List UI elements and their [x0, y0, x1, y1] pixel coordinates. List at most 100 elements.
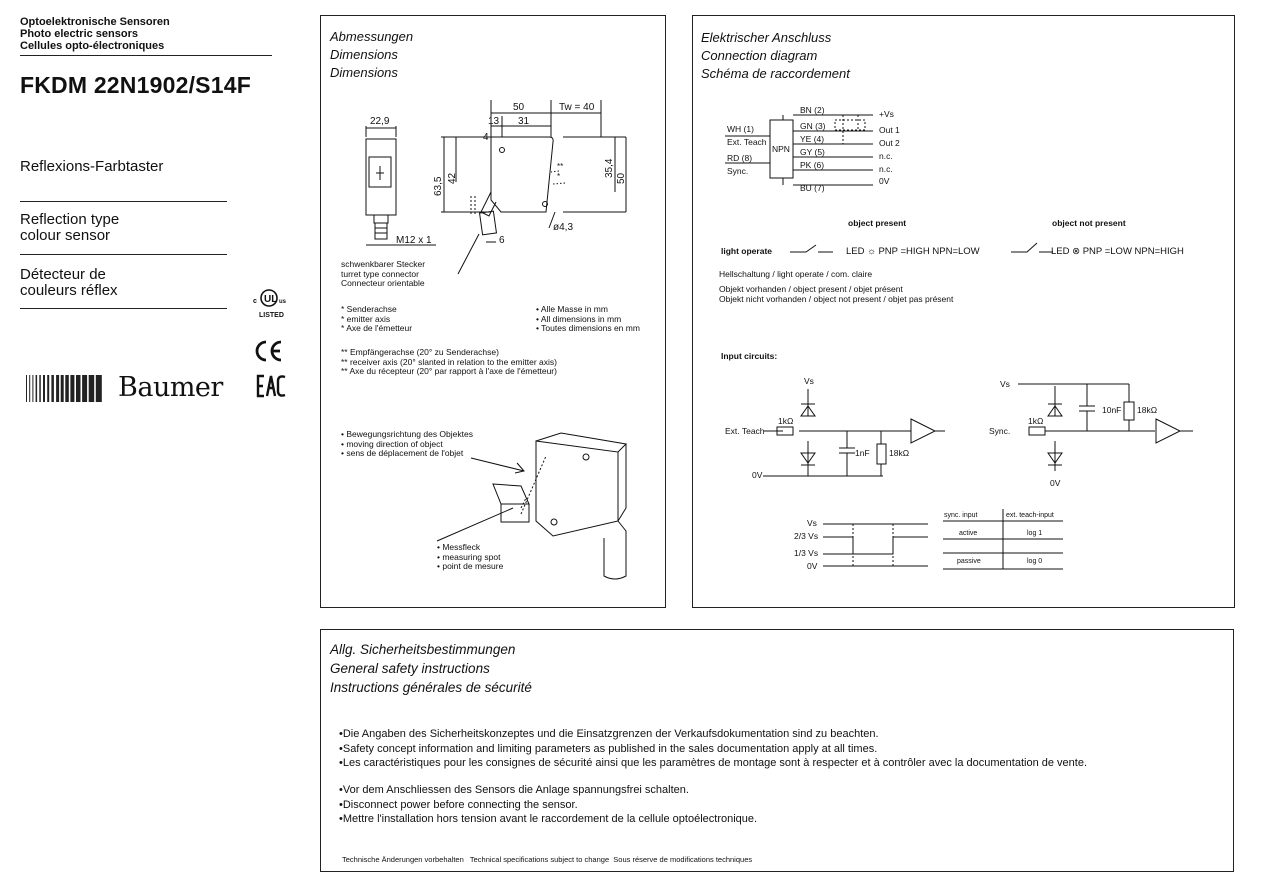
c2-c: 10nF [1102, 405, 1121, 415]
receiver-note-en: ** receiver axis (20° slanted in relatio… [341, 356, 557, 367]
state-present: LED ☼ PNP =HIGH NPN=LOW [846, 246, 980, 257]
safety-line-3: •Les caractéristiques pour les consignes… [339, 757, 1087, 769]
c2-rl: 18kΩ [1137, 405, 1157, 415]
out-0v: 0V [879, 176, 890, 186]
npn-label: NPN [772, 144, 790, 154]
connector-note-de: schwenkbarer Stecker [341, 259, 426, 269]
safety-line-1: •Die Angaben des Sicherheitskonzeptes un… [339, 728, 879, 740]
emitter-note: * Senderachse * emitter axis * Axe de l'… [341, 304, 413, 334]
out-nc-2: n.c. [879, 164, 893, 174]
safety-title-fr: Instructions générales de sécurité [330, 680, 532, 695]
out-2: Out 2 [879, 138, 900, 148]
c1-c: 1nF [855, 448, 870, 458]
connector-note-en: turret type connector [341, 268, 419, 279]
header-rule [20, 55, 272, 56]
connection-title-de: Elektrischer Anschluss [701, 30, 832, 45]
mm-note: • Alle Masse in mm • All dimensions in m… [536, 304, 640, 334]
dim-42: 42 [447, 172, 458, 184]
title-de: Reflexions-Farbtaster [20, 158, 164, 175]
light-operate-label: light operate [721, 246, 772, 256]
level-1-3: 1/3 Vs [794, 548, 818, 558]
c2-vs: Vs [1000, 379, 1010, 389]
mm-note-fr: • Toutes dimensions en mm [536, 323, 640, 333]
connection-title-fr: Schéma de raccordement [701, 66, 850, 81]
safety-titles: Allg. Sicherheitsbestimmungen General sa… [330, 640, 532, 697]
dim-31: 31 [518, 116, 530, 127]
dim-22-9: 22,9 [370, 116, 390, 127]
dim-50: 50 [513, 102, 525, 113]
motion-note-fr: • sens de déplacement de l'objet [341, 448, 464, 458]
wire-ye: YE (4) [800, 134, 824, 144]
mm-note-de: • Alle Masse in mm [536, 304, 608, 314]
motion-note-en: • moving direction of object [341, 438, 443, 449]
in-ext-teach: Ext. Teach [727, 137, 767, 147]
out-nc-1: n.c. [879, 151, 893, 161]
table-header-sync: sync. input [944, 512, 978, 519]
dim-50-v: 50 [616, 172, 627, 184]
in-wh: WH (1) [727, 124, 754, 134]
emitter-note-fr: * Axe de l'émetteur [341, 323, 413, 333]
star-receiver: ** [557, 162, 563, 171]
note-object-not-present: Objekt nicht vorhanden / object not pres… [719, 294, 954, 304]
title-en: Reflection type colour sensor [20, 211, 120, 244]
safety-group-2: •Vor dem Anschliessen des Sensors die An… [339, 783, 757, 827]
motion-note-de: • Bewegungsrichtung des Objektes [341, 429, 473, 439]
dimensions-title-fr: Dimensions [330, 65, 398, 80]
title-fr: Détecteur de couleurs réflex [20, 266, 118, 299]
ul-listed-mark: c UL us LISTED [253, 287, 287, 321]
table-active: active [959, 530, 977, 537]
dim-m12: M12 x 1 [396, 235, 432, 246]
dimensions-panel: Abmessungen Dimensions Dimensions [320, 15, 666, 608]
table-header-teach: ext. teach-input [1006, 512, 1054, 519]
dim-13: 13 [488, 116, 500, 127]
safety-line-5: •Disconnect power before connecting the … [339, 798, 578, 811]
level-2-3: 2/3 Vs [794, 531, 818, 541]
emitter-note-en: * emitter axis [341, 313, 391, 324]
safety-group-1: •Die Angaben des Sicherheitskonzeptes un… [339, 727, 1087, 771]
wire-gy: GY (5) [800, 147, 825, 157]
emitter-note-de: * Senderachse [341, 304, 397, 314]
svg-text:UL: UL [264, 294, 277, 305]
title-rule-3 [20, 308, 227, 309]
in-rd: RD (8) [727, 153, 752, 163]
eac-mark [256, 374, 288, 398]
ce-mark [253, 338, 287, 364]
connection-panel: Elektrischer Anschluss Connection diagra… [692, 15, 1235, 608]
category-de: Optoelektronische Sensoren [20, 16, 170, 28]
baumer-logo: Baumer [26, 372, 223, 405]
in-sync: Sync. [727, 166, 748, 176]
c2-r: 1kΩ [1028, 416, 1043, 426]
c1-gnd: 0V [752, 470, 763, 480]
spot-note-fr: • point de mesure [437, 561, 504, 571]
dim-tw: Tw = 40 [559, 102, 595, 113]
safety-footer: Technische Änderungen vorbehalten Techni… [342, 855, 753, 864]
motion-note: • Bewegungsrichtung des Objektes • movin… [341, 429, 473, 459]
mm-note-en: • All dimensions in mm [536, 313, 622, 324]
connector-note-fr: Connecteur orientable [341, 278, 425, 288]
note-light-operate: Hellschaltung / light operate / com. cla… [719, 269, 872, 279]
safety-title-de: Allg. Sicherheitsbestimmungen [330, 642, 516, 657]
svg-text:c: c [253, 298, 257, 305]
note-object-present: Objekt vorhanden / object present / obje… [719, 284, 903, 294]
dimension-drawing: 22,9 50 Tw = 40 13 31 4 63,5 42 35,4 50 … [365, 100, 628, 580]
dim-4: 4 [483, 132, 489, 143]
wiring-diagram: BN (2) GN (3) YE (4) GY (5) PK (6) BU (7… [719, 105, 1193, 571]
safety-title-en: General safety instructions [330, 661, 490, 676]
connector-note: schwenkbarer Stecker turret type connect… [341, 259, 426, 289]
c2-in: Sync. [989, 426, 1010, 436]
dimensions-title-en: Dimensions [330, 47, 398, 62]
wire-gn: GN (3) [800, 121, 826, 131]
category-en: Photo electric sensors [20, 28, 138, 40]
table-log0: log 0 [1027, 558, 1042, 565]
spot-note-en: • measuring spot [437, 551, 501, 562]
dimensions-titles: Abmessungen Dimensions Dimensions [330, 28, 413, 82]
state-not-present: LED ⊗ PNP =LOW NPN=HIGH [1051, 246, 1184, 257]
model-number: FKDM 22N1902/S14F [20, 72, 251, 98]
c1-rl: 18kΩ [889, 448, 909, 458]
category-header: Optoelektronische Sensoren Photo electri… [20, 16, 170, 52]
wire-pk: PK (6) [800, 160, 824, 170]
wire-bu: BU (7) [800, 183, 825, 193]
title-rule-1 [20, 201, 227, 202]
out-vs: +Vs [879, 109, 894, 119]
c2-gnd: 0V [1050, 478, 1061, 488]
